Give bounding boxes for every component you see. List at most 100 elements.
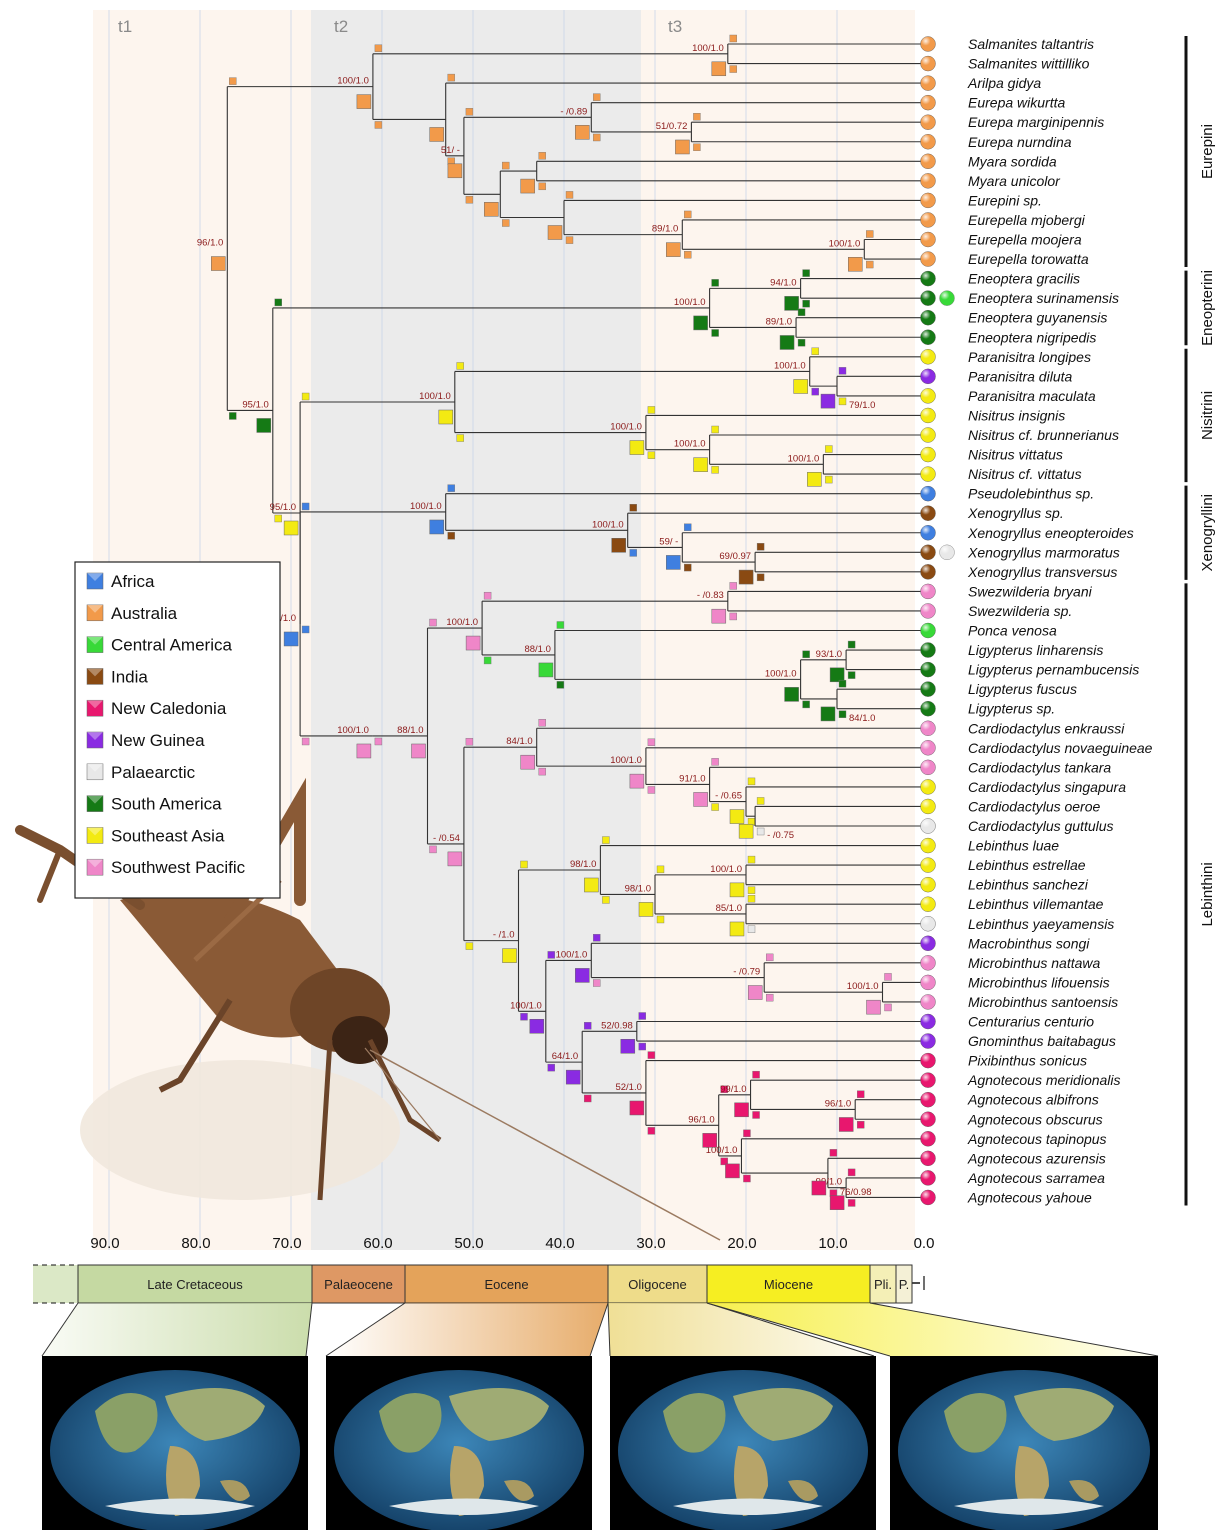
axis-tick-label: 10.0 xyxy=(818,1235,847,1252)
legend-label: Palaearctic xyxy=(111,763,196,782)
ancestral-area-square xyxy=(821,394,835,408)
branch-region-marker xyxy=(648,1052,655,1059)
tip-ball-shine xyxy=(921,955,936,970)
ancestral-area-square xyxy=(630,1101,644,1115)
tip-ball-shine xyxy=(921,545,936,560)
tip-ball-shine xyxy=(921,1073,936,1088)
map-connector xyxy=(42,1303,312,1356)
branch-region-marker xyxy=(602,896,609,903)
tip-ball-shine xyxy=(921,134,936,149)
tip-ball-shine xyxy=(921,936,936,951)
branch-region-marker xyxy=(748,895,755,902)
taxon-label: Ligypterus fuscus xyxy=(968,681,1077,697)
node-support-label: 95/1.0 xyxy=(270,502,296,513)
branch-region-marker xyxy=(798,309,805,316)
tip-ball-shine xyxy=(921,467,936,482)
node-support-label: - /1.0 xyxy=(493,930,515,941)
tip-ball-shine xyxy=(921,388,936,403)
period-label: Oligocene xyxy=(628,1277,687,1292)
tip-ball-shine xyxy=(921,56,936,71)
branch-region-marker xyxy=(302,738,309,745)
ancestral-area-square xyxy=(284,521,298,535)
ancestral-area-square xyxy=(839,1117,853,1131)
taxon-label: Eurepini sp. xyxy=(968,192,1042,208)
branch-region-marker xyxy=(648,452,655,459)
period-label: Palaeocene xyxy=(324,1277,393,1292)
axis-tick-label: 30.0 xyxy=(636,1235,665,1252)
node-support-label: 100/1.0 xyxy=(592,519,624,530)
branch-region-marker xyxy=(748,778,755,785)
tip-ball-shine xyxy=(921,330,936,345)
node-support-label: 95/1.0 xyxy=(242,399,268,410)
tip-ball-shine xyxy=(921,799,936,814)
branch-region-marker xyxy=(484,592,491,599)
ancestral-area-square xyxy=(448,852,462,866)
node-support-label: 94/1.0 xyxy=(770,277,796,288)
taxon-label: Cardiodactylus novaeguineae xyxy=(968,740,1153,756)
branch-region-marker xyxy=(730,613,737,620)
tip-ball-shine xyxy=(921,1151,936,1166)
tip-ball-shine xyxy=(921,37,936,52)
branch-region-marker xyxy=(593,94,600,101)
ancestral-area-square xyxy=(666,555,680,569)
branch-region-marker xyxy=(766,994,773,1001)
tip-ball-shine xyxy=(921,838,936,853)
branch-region-marker xyxy=(557,681,564,688)
node-support-label: 98/1.0 xyxy=(570,859,596,870)
branch-region-marker xyxy=(539,152,546,159)
taxon-label: Xenogryllus sp. xyxy=(967,505,1064,521)
branch-region-marker xyxy=(866,261,873,268)
node-support-label: 100/1.0 xyxy=(337,725,369,736)
branch-region-marker xyxy=(803,270,810,277)
axis-tick-label: 60.0 xyxy=(363,1235,392,1252)
branch-region-marker xyxy=(712,279,719,286)
branch-region-marker xyxy=(275,299,282,306)
ancestral-area-square xyxy=(694,458,708,472)
tip-ball-shine xyxy=(921,115,936,130)
taxon-label: Agnotecous obscurus xyxy=(967,1111,1103,1127)
tip-ball-shine xyxy=(921,740,936,755)
taxon-label: Lebinthus villemantae xyxy=(968,896,1104,912)
legend-label: Central America xyxy=(111,636,232,655)
branch-region-marker xyxy=(712,466,719,473)
ancestral-area-square xyxy=(821,707,835,721)
period-label: Miocene xyxy=(764,1277,813,1292)
taxon-label: Eurepa wikurtta xyxy=(968,95,1065,111)
branch-region-marker xyxy=(466,108,473,115)
axis-tick-label: 80.0 xyxy=(181,1235,210,1252)
tip-ball-shine xyxy=(921,623,936,638)
branch-region-marker xyxy=(757,574,764,581)
branch-region-marker xyxy=(803,651,810,658)
branch-region-marker xyxy=(275,515,282,522)
node-support-label: 100/1.0 xyxy=(419,391,451,402)
taxon-label: Lebinthus luae xyxy=(968,838,1059,854)
node-support-label: 64/1.0 xyxy=(552,1051,578,1062)
ancestral-area-square xyxy=(694,316,708,330)
ancestral-area-square xyxy=(630,441,644,455)
tip-ball-shine xyxy=(921,1170,936,1185)
branch-region-marker xyxy=(584,1095,591,1102)
branch-region-marker xyxy=(839,398,846,405)
ancestral-area-square xyxy=(785,687,799,701)
ancestral-area-square xyxy=(739,824,753,838)
node-support-label: 69/0.97 xyxy=(719,551,751,562)
node-support-label: 100/1.0 xyxy=(829,238,861,249)
taxon-label: Eurepella mjobergi xyxy=(968,212,1086,228)
tip-ball-shine xyxy=(921,271,936,286)
tip-ball-shine xyxy=(921,1053,936,1068)
tip-ball-shine xyxy=(921,603,936,618)
ancestral-area-square xyxy=(739,570,753,584)
taxon-label: Lebinthus sanchezi xyxy=(968,877,1089,893)
tip-ball-shine xyxy=(921,369,936,384)
node-support-label: 100/1.0 xyxy=(410,501,442,512)
tip-ball-shine xyxy=(921,173,936,188)
taxon-label: Xenogryllus eneopteroides xyxy=(967,525,1134,541)
node-support-label: - /0.75 xyxy=(767,830,794,841)
taxon-label: Lebinthus yaeyamensis xyxy=(968,916,1114,932)
node-support-label: 100/1.0 xyxy=(446,617,478,628)
tip-ball-shine xyxy=(921,1131,936,1146)
taxon-label: Agnotecous yahoue xyxy=(967,1189,1092,1205)
ancestral-area-square xyxy=(735,1103,749,1117)
tribe-label: Eurepini xyxy=(1199,124,1216,179)
